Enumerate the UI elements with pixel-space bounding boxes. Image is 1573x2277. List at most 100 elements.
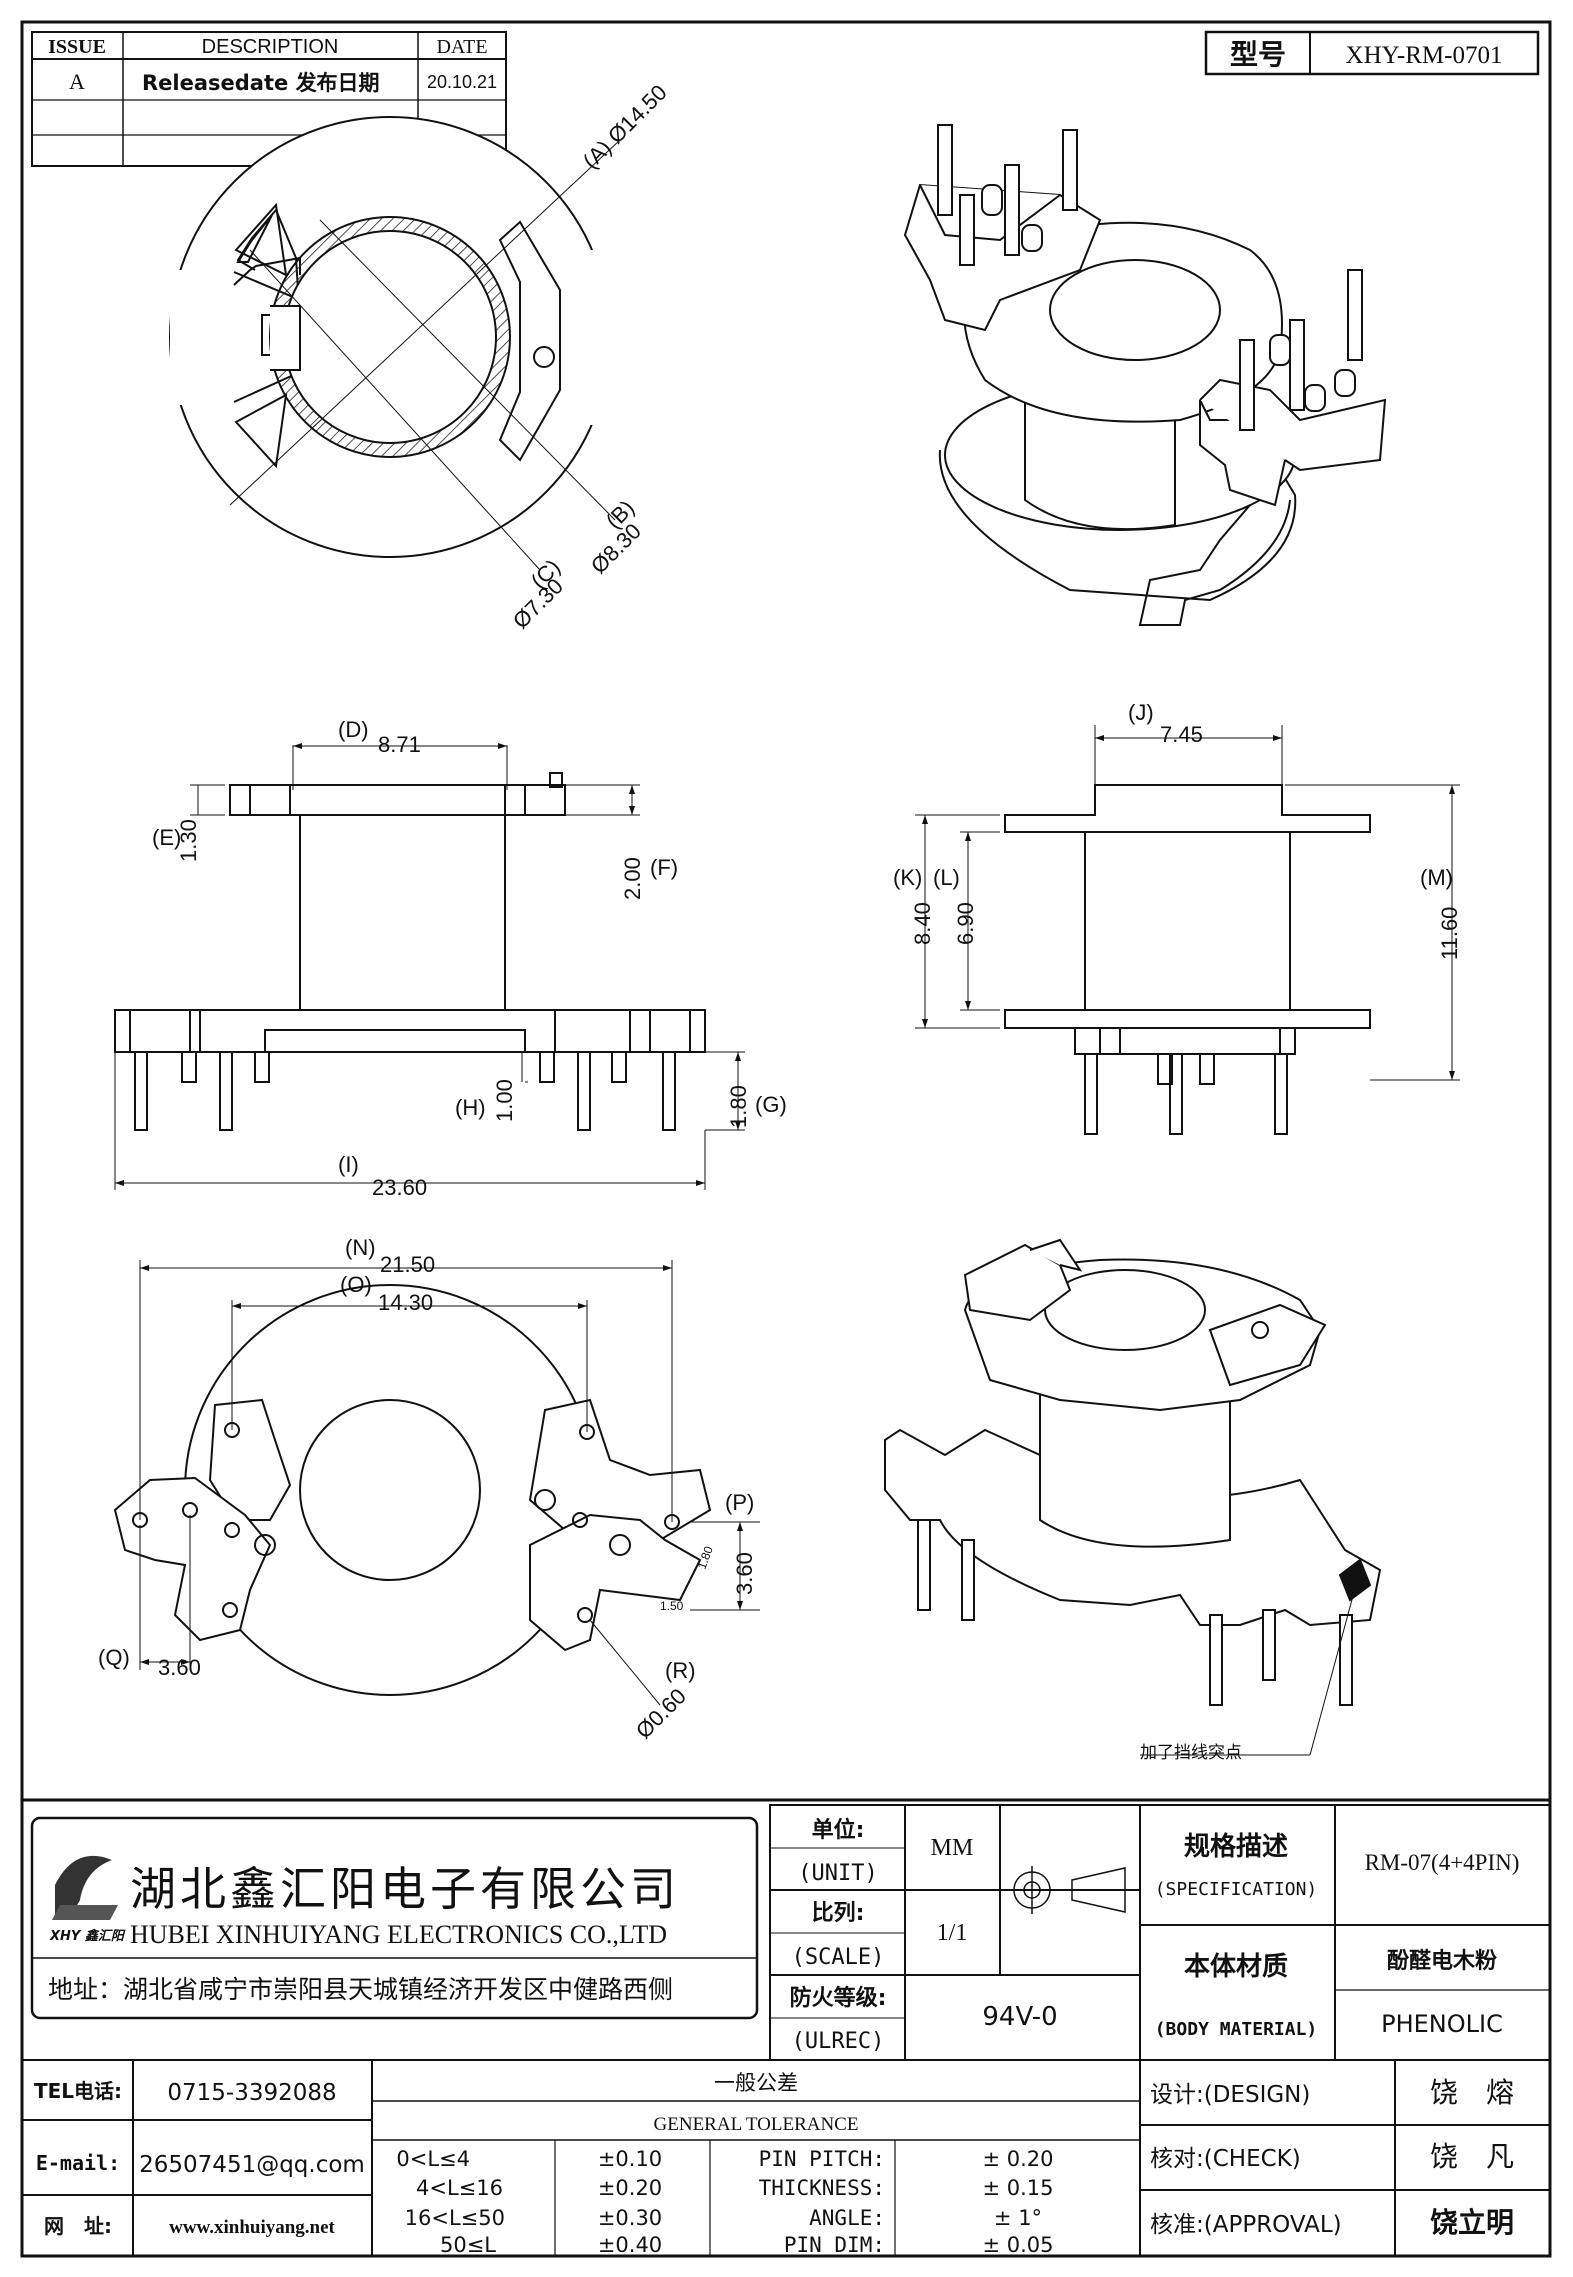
tol-item-4: PIN DIM: [784, 2233, 885, 2257]
dim-small-2: 1.50 [660, 1599, 684, 1613]
check-label: 核对:(CHECK) [1150, 2146, 1301, 2172]
fire-value: 94V-0 [982, 2002, 1057, 2032]
dim-o-value: 14.30 [378, 1290, 433, 1315]
design-label: 设计:(DESIGN) [1150, 2082, 1310, 2108]
annotation-bump: 加了挡线突点 [1140, 1743, 1242, 1763]
dim-j-tag: (J) [1128, 700, 1154, 725]
revision-header-description: DESCRIPTION [202, 36, 339, 58]
approval-name: 饶立明 [1430, 2206, 1514, 2239]
dim-r-value: Ø0.60 [631, 1683, 691, 1743]
revision-row-issue: A [69, 69, 85, 94]
scale-en: (SCALE) [792, 1945, 885, 1970]
dim-d-value: 8.71 [378, 732, 421, 757]
email-label: E-mail: [36, 2151, 120, 2175]
dim-p-tag: (P) [725, 1490, 754, 1515]
dim-e-tag: (E) [152, 825, 181, 850]
tol-value-2: ±0.20 [598, 2176, 662, 2200]
dim-q-tag: (Q) [98, 1645, 130, 1670]
bottom-band [21, 2059, 1551, 2257]
fire-en: (ULREC) [792, 2029, 885, 2054]
tol-range-4: 50≤L [440, 2233, 496, 2257]
tol-item-2: THICKNESS: [759, 2176, 885, 2200]
tolerance-title-cn: 一般公差 [714, 2071, 798, 2095]
email-value: 26507451@qq.com [139, 2152, 365, 2178]
projection-symbol [1008, 1866, 1130, 1914]
model-box: 型号 XHY-RM-0701 [1204, 30, 1540, 76]
model-label: 型号 [1230, 38, 1286, 71]
tol-range-3: 16<L≤50 [405, 2206, 505, 2230]
company-name-cn: 湖北鑫汇阳电子有限公司 [130, 1862, 680, 1916]
dim-i-value: 23.60 [372, 1175, 427, 1200]
bottom-view [113, 1260, 760, 1706]
dim-g-tag: (G) [755, 1092, 787, 1117]
tol-range-1: 0<L≤4 [396, 2147, 470, 2171]
dim-j-value: 7.45 [1160, 722, 1203, 747]
isometric-view-top [903, 124, 1387, 626]
tolerance-rows: 0<L≤4 ±0.10 PIN PITCH: ± 0.20 4<L≤16 ±0.… [396, 2147, 1053, 2257]
unit-value: MM [931, 1835, 974, 1861]
dim-n-value: 21.50 [380, 1252, 435, 1277]
dim-n-tag: (N) [345, 1235, 376, 1260]
dim-i-tag: (I) [338, 1152, 359, 1177]
tol-itemvalue-1: ± 0.20 [982, 2147, 1053, 2171]
revision-header-issue: ISSUE [48, 36, 106, 58]
tol-item-3: ANGLE: [809, 2206, 885, 2230]
fire-cn: 防火等级: [790, 1985, 887, 2011]
revision-row-description: Releasedate 发布日期 [142, 71, 380, 95]
dim-r-tag: (R) [665, 1658, 696, 1683]
unit-cn: 单位: [812, 1817, 865, 1843]
tol-itemvalue-4: ± 0.05 [982, 2233, 1053, 2257]
tol-value-4: ±0.40 [598, 2233, 662, 2257]
material-value-cn: 酚醛电木粉 [1387, 1949, 1497, 1974]
dim-k-tag: (K) [893, 865, 922, 890]
dim-k-value: 8.40 [910, 902, 935, 945]
tol-range-2: 4<L≤16 [416, 2176, 503, 2200]
revision-header-date: DATE [436, 36, 487, 58]
dim-l-tag: (L) [933, 865, 960, 890]
company-name-en: HUBEI XINHUIYANG ELECTRONICS CO.,LTD [130, 1920, 667, 1949]
dim-h-tag: (H) [455, 1095, 486, 1120]
revision-table: ISSUE DESCRIPTION DATE A Releasedate 发布日… [31, 31, 507, 167]
dim-m-tag: (M) [1420, 865, 1453, 890]
approval-label: 核准:(APPROVAL) [1150, 2212, 1342, 2238]
tol-item-1: PIN PITCH: [759, 2147, 885, 2171]
spec-value: RM-07(4+4PIN) [1365, 1850, 1520, 1875]
dim-e-value: 1.30 [176, 819, 201, 862]
top-view [169, 116, 621, 571]
dim-p-value: 3.60 [732, 1552, 757, 1595]
company-box: XHY 鑫汇阳 湖北鑫汇阳电子有限公司 HUBEI XINHUIYANG ELE… [30, 1816, 759, 2020]
dim-q-value: 3.60 [158, 1655, 201, 1680]
check-name: 饶 凡 [1430, 2140, 1514, 2173]
isometric-view-bottom [884, 1238, 1382, 1756]
dim-g-value: 1.80 [726, 1085, 751, 1128]
tolerance-title-en: GENERAL TOLERANCE [654, 2114, 859, 2135]
dim-f-value: 2.00 [620, 857, 645, 900]
dim-h-value: 1.00 [492, 1079, 517, 1122]
scale-value: 1/1 [937, 1920, 968, 1946]
spec-cn: 规格描述 [1184, 1831, 1288, 1862]
tol-value-3: ±0.30 [598, 2206, 662, 2230]
web-value: www.xinhuiyang.net [169, 2217, 335, 2238]
material-value-en: PHENOLIC [1381, 2010, 1503, 2038]
tol-itemvalue-3: ± 1° [994, 2206, 1042, 2230]
tel-label: TEL电话: [34, 2079, 122, 2103]
dim-small-1: 1.80 [695, 1544, 716, 1571]
dim-a-label: (A) Ø14.50 [578, 80, 672, 174]
company-address: 地址：湖北省咸宁市崇阳县天城镇经济开发区中健路西侧 [48, 1975, 673, 2004]
design-name: 饶 熔 [1430, 2076, 1514, 2109]
tol-itemvalue-2: ± 0.15 [982, 2176, 1053, 2200]
svg-text:XHY 鑫汇阳: XHY 鑫汇阳 [49, 1928, 126, 1944]
tol-value-1: ±0.10 [598, 2147, 662, 2171]
model-number: XHY-RM-0701 [1346, 42, 1503, 69]
revision-row-date: 20.10.21 [427, 72, 497, 92]
side-view [915, 725, 1460, 1135]
tel-value: 0715-3392088 [167, 2080, 336, 2106]
web-label: 网 址: [44, 2214, 112, 2238]
unit-en: (UNIT) [798, 1861, 877, 1886]
dim-m-value: 11.60 [1437, 907, 1462, 960]
company-logo: XHY 鑫汇阳 [49, 1855, 126, 1944]
material-en: (BODY MATERIAL) [1155, 2019, 1318, 2040]
material-cn: 本体材质 [1184, 1952, 1288, 1982]
spec-en: (SPECIFICATION) [1155, 1879, 1318, 1900]
